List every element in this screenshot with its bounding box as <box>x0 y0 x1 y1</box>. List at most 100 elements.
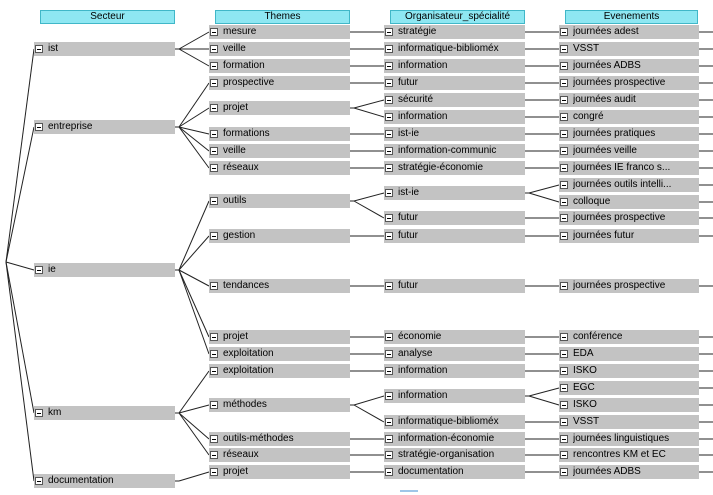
collapse-toggle-icon[interactable] <box>385 282 393 290</box>
tree-node-col1[interactable]: exploitation <box>209 364 350 378</box>
tree-node-col1[interactable]: projet <box>209 465 350 479</box>
collapse-toggle-icon[interactable] <box>385 28 393 36</box>
collapse-toggle-icon[interactable] <box>210 130 218 138</box>
collapse-toggle-icon[interactable] <box>385 62 393 70</box>
tree-node-col2[interactable]: futur <box>384 279 525 293</box>
collapse-toggle-icon[interactable] <box>385 367 393 375</box>
tree-node-col2[interactable]: documentation <box>384 465 525 479</box>
header-secteur[interactable]: Secteur <box>40 10 175 24</box>
tree-node-col0[interactable]: entreprise <box>34 120 175 134</box>
collapse-toggle-icon[interactable] <box>385 45 393 53</box>
tree-node-col1[interactable]: gestion <box>209 229 350 243</box>
tree-node-col2[interactable]: information <box>384 59 525 73</box>
tree-node-col1[interactable]: formations <box>209 127 350 141</box>
tree-node-col2[interactable]: stratégie <box>384 25 525 39</box>
collapse-toggle-icon[interactable] <box>385 189 393 197</box>
tree-node-col1[interactable]: réseaux <box>209 448 350 462</box>
tree-node-col2[interactable]: information <box>384 389 525 403</box>
tree-node-col2[interactable]: futur <box>384 211 525 225</box>
header-organisateur[interactable]: Organisateur_spécialité <box>390 10 525 24</box>
collapse-toggle-icon[interactable] <box>560 435 568 443</box>
tree-node-col3[interactable]: journées audit <box>559 93 699 107</box>
tree-node-col2[interactable]: stratégie-économie <box>384 161 525 175</box>
collapse-toggle-icon[interactable] <box>560 96 568 104</box>
tree-node-col3[interactable]: journées ADBS <box>559 465 699 479</box>
collapse-toggle-icon[interactable] <box>385 468 393 476</box>
tree-node-col1[interactable]: réseaux <box>209 161 350 175</box>
tree-node-col3[interactable]: journées prospective <box>559 211 699 225</box>
collapse-toggle-icon[interactable] <box>210 451 218 459</box>
tree-node-col0[interactable]: ist <box>34 42 175 56</box>
tree-node-col3[interactable]: journées prospective <box>559 279 699 293</box>
collapse-toggle-icon[interactable] <box>560 130 568 138</box>
tree-node-col1[interactable]: mesure <box>209 25 350 39</box>
tree-node-col3[interactable]: VSST <box>559 415 699 429</box>
tree-node-col2[interactable]: information <box>384 364 525 378</box>
tree-node-col2[interactable]: informatique-biblioméx <box>384 415 525 429</box>
collapse-toggle-icon[interactable] <box>210 62 218 70</box>
collapse-toggle-icon[interactable] <box>560 214 568 222</box>
collapse-toggle-icon[interactable] <box>210 401 218 409</box>
collapse-toggle-icon[interactable] <box>560 232 568 240</box>
collapse-toggle-icon[interactable] <box>560 333 568 341</box>
tree-node-col2[interactable]: informatique-biblioméx <box>384 42 525 56</box>
collapse-toggle-icon[interactable] <box>385 147 393 155</box>
collapse-toggle-icon[interactable] <box>385 333 393 341</box>
collapse-toggle-icon[interactable] <box>560 384 568 392</box>
tree-node-col3[interactable]: rencontres KM et EC <box>559 448 699 462</box>
collapse-toggle-icon[interactable] <box>385 113 393 121</box>
collapse-toggle-icon[interactable] <box>210 147 218 155</box>
tree-node-col3[interactable]: congré <box>559 110 699 124</box>
tree-node-col3[interactable]: journées linguistiques <box>559 432 699 446</box>
tree-node-col0[interactable]: ie <box>34 263 175 277</box>
collapse-toggle-icon[interactable] <box>560 282 568 290</box>
tree-node-col3[interactable]: conférence <box>559 330 699 344</box>
tree-node-col2[interactable]: ist-ie <box>384 186 525 200</box>
collapse-toggle-icon[interactable] <box>210 79 218 87</box>
collapse-toggle-icon[interactable] <box>385 164 393 172</box>
collapse-toggle-icon[interactable] <box>35 266 43 274</box>
tree-node-col2[interactable]: stratégie-organisation <box>384 448 525 462</box>
collapse-toggle-icon[interactable] <box>210 367 218 375</box>
collapse-toggle-icon[interactable] <box>560 367 568 375</box>
collapse-toggle-icon[interactable] <box>560 451 568 459</box>
tree-node-col2[interactable]: information-économie <box>384 432 525 446</box>
tree-node-col1[interactable]: exploitation <box>209 347 350 361</box>
tree-node-col3[interactable]: EDA <box>559 347 699 361</box>
tree-node-col2[interactable]: futur <box>384 76 525 90</box>
tree-node-col3[interactable]: journées futur <box>559 229 699 243</box>
tree-node-col0[interactable]: documentation <box>34 474 175 488</box>
collapse-toggle-icon[interactable] <box>560 113 568 121</box>
collapse-toggle-icon[interactable] <box>385 130 393 138</box>
header-themes[interactable]: Themes <box>215 10 350 24</box>
tree-node-col3[interactable]: ISKO <box>559 398 699 412</box>
tree-node-col3[interactable]: colloque <box>559 195 699 209</box>
tree-node-col2[interactable]: ist-ie <box>384 127 525 141</box>
collapse-toggle-icon[interactable] <box>385 232 393 240</box>
tree-node-col1[interactable]: formation <box>209 59 350 73</box>
collapse-toggle-icon[interactable] <box>35 409 43 417</box>
collapse-toggle-icon[interactable] <box>210 333 218 341</box>
tree-node-col3[interactable]: journées adest <box>559 25 699 39</box>
tree-node-col3[interactable]: journées pratiques <box>559 127 699 141</box>
tree-node-col3[interactable]: journées ADBS <box>559 59 699 73</box>
tree-node-col1[interactable]: outils-méthodes <box>209 432 350 446</box>
collapse-toggle-icon[interactable] <box>210 435 218 443</box>
header-evenements[interactable]: Evenements <box>565 10 698 24</box>
collapse-toggle-icon[interactable] <box>560 45 568 53</box>
collapse-toggle-icon[interactable] <box>210 232 218 240</box>
tree-node-col2[interactable]: sécurité <box>384 93 525 107</box>
tree-node-col1[interactable]: veille <box>209 42 350 56</box>
collapse-toggle-icon[interactable] <box>210 197 218 205</box>
collapse-toggle-icon[interactable] <box>210 164 218 172</box>
collapse-toggle-icon[interactable] <box>560 350 568 358</box>
collapse-toggle-icon[interactable] <box>560 198 568 206</box>
collapse-toggle-icon[interactable] <box>560 28 568 36</box>
collapse-toggle-icon[interactable] <box>560 468 568 476</box>
tree-node-col3[interactable]: journées IE franco s... <box>559 161 699 175</box>
tree-node-col3[interactable]: journées outils intelli... <box>559 178 699 192</box>
collapse-toggle-icon[interactable] <box>210 468 218 476</box>
collapse-toggle-icon[interactable] <box>210 104 218 112</box>
collapse-toggle-icon[interactable] <box>560 401 568 409</box>
collapse-toggle-icon[interactable] <box>560 62 568 70</box>
